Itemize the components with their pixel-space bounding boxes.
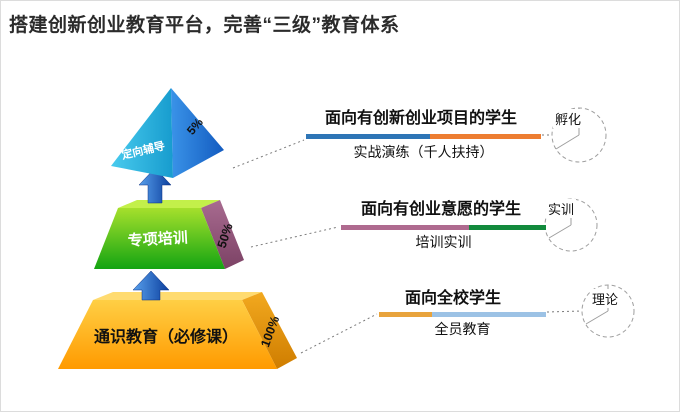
stage-badge-practice: 实训 bbox=[546, 199, 577, 218]
stage-badge-incubation: 孵化 bbox=[553, 109, 584, 128]
middle-top-face bbox=[118, 200, 220, 208]
row-bar-incubation bbox=[306, 134, 541, 139]
bottom-right-face bbox=[242, 292, 297, 369]
row-subtitle-theory: 全员教育 bbox=[434, 321, 491, 337]
bar-segment-left bbox=[306, 134, 430, 139]
row-heading-incubation: 面向有创新创业项目的学生 bbox=[324, 110, 517, 127]
connector-line-top bbox=[232, 139, 305, 169]
row-subtitle-incubation: 实战演练（千人扶持） bbox=[353, 144, 494, 160]
connector-line-middle bbox=[250, 226, 339, 248]
dotted-connectors bbox=[232, 134, 583, 354]
pyramid-bottom-level: 通识教育（必修课） 100% bbox=[58, 292, 297, 369]
stage-badge-theory: 理论 bbox=[590, 289, 621, 308]
bar-segment-right bbox=[432, 312, 546, 317]
bar-segment-left bbox=[379, 312, 432, 317]
middle-right-face bbox=[201, 200, 244, 269]
connector-line-bottom bbox=[300, 313, 378, 354]
pyramid-middle-label: 专项培训 bbox=[127, 228, 188, 249]
bottom-top-face bbox=[93, 292, 262, 300]
row-heading-theory: 面向全校学生 bbox=[404, 290, 501, 307]
bar-segment-left bbox=[341, 225, 469, 230]
top-left-face bbox=[111, 88, 173, 178]
row-bar-theory bbox=[379, 312, 546, 317]
connector-line-badge-3 bbox=[546, 310, 583, 313]
bottom-front-face bbox=[58, 300, 277, 369]
bar-segment-right bbox=[430, 134, 541, 139]
up-arrow-icon-upper bbox=[138, 167, 172, 204]
row-bar-practice bbox=[341, 225, 546, 230]
row-subtitle-practice: 培训实训 bbox=[415, 234, 472, 250]
page-title: 搭建创新创业教育平台，完善“三级”教育体系 bbox=[9, 15, 400, 36]
middle-front-face bbox=[94, 208, 225, 269]
pyramid-middle-level: 专项培训 50% bbox=[94, 200, 244, 269]
top-right-face bbox=[171, 88, 224, 178]
pyramid-bottom-label: 通识教育（必修课） bbox=[94, 327, 238, 346]
row-heading-practice: 面向有创业意愿的学生 bbox=[360, 201, 521, 218]
pyramid-top-level: 定向辅导 5% bbox=[111, 88, 224, 178]
bar-segment-right bbox=[469, 225, 546, 230]
up-arrow-icon-lower bbox=[132, 270, 170, 301]
